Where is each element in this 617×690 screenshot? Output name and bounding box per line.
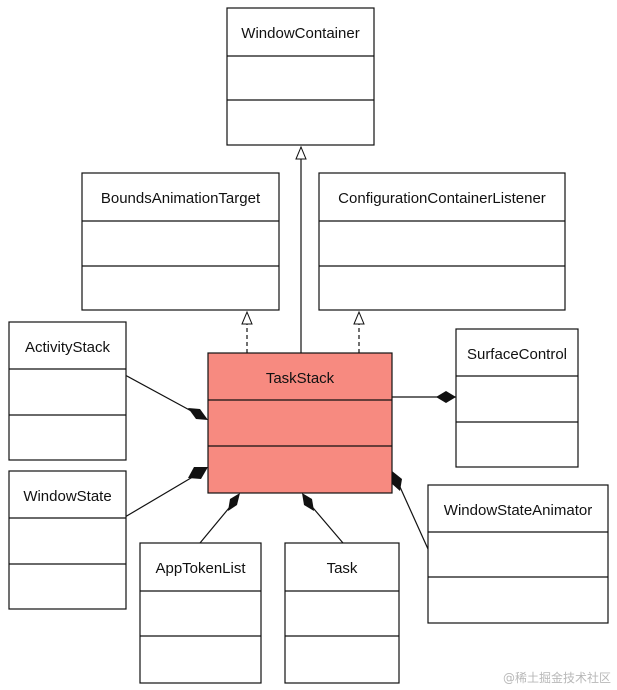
composition-diamond-task bbox=[302, 493, 314, 511]
class-name-configuration-container-listener: ConfigurationContainerListener bbox=[338, 190, 546, 207]
composition-task-line bbox=[307, 501, 344, 544]
class-name-window-container: WindowContainer bbox=[241, 25, 359, 42]
class-name-activity-stack: ActivityStack bbox=[25, 339, 111, 356]
class-app-token-list: AppTokenList bbox=[139, 542, 262, 684]
composition-window-state-animator-line bbox=[399, 486, 429, 550]
class-name-surface-control: SurfaceControl bbox=[467, 346, 567, 363]
class-name-window-state-animator: WindowStateAnimator bbox=[444, 502, 592, 519]
watermark: @稀土掘金技术社区 bbox=[502, 671, 611, 685]
class-surface-control: SurfaceControl bbox=[455, 328, 579, 468]
class-task-stack: TaskStack bbox=[207, 352, 393, 494]
composition-diamond-activity-stack bbox=[188, 408, 208, 420]
class-name-task: Task bbox=[327, 560, 358, 577]
class-window-state: WindowState bbox=[8, 470, 127, 610]
class-name-app-token-list: AppTokenList bbox=[155, 560, 246, 577]
class-window-container: WindowContainer bbox=[226, 7, 375, 146]
composition-diamond-window-state bbox=[188, 467, 208, 479]
composition-activity-stack-line bbox=[124, 374, 196, 414]
composition-diamond-surface-control bbox=[436, 391, 456, 403]
composition-diamond-window-state-animator bbox=[391, 471, 402, 491]
class-bounds-animation-target: BoundsAnimationTarget bbox=[81, 172, 280, 311]
class-name-window-state: WindowState bbox=[23, 488, 111, 505]
class-configuration-container-listener: ConfigurationContainerListener bbox=[318, 172, 566, 311]
class-activity-stack: ActivityStack bbox=[8, 321, 127, 461]
class-name-bounds-animation-target: BoundsAnimationTarget bbox=[101, 190, 261, 207]
composition-window-state-line bbox=[124, 474, 197, 518]
class-name-task-stack: TaskStack bbox=[266, 370, 335, 387]
composition-app-token-list-line bbox=[199, 501, 235, 544]
composition-diamond-app-token-list bbox=[228, 493, 240, 511]
class-window-state-animator: WindowStateAnimator bbox=[427, 484, 609, 624]
class-task: Task bbox=[284, 542, 400, 684]
